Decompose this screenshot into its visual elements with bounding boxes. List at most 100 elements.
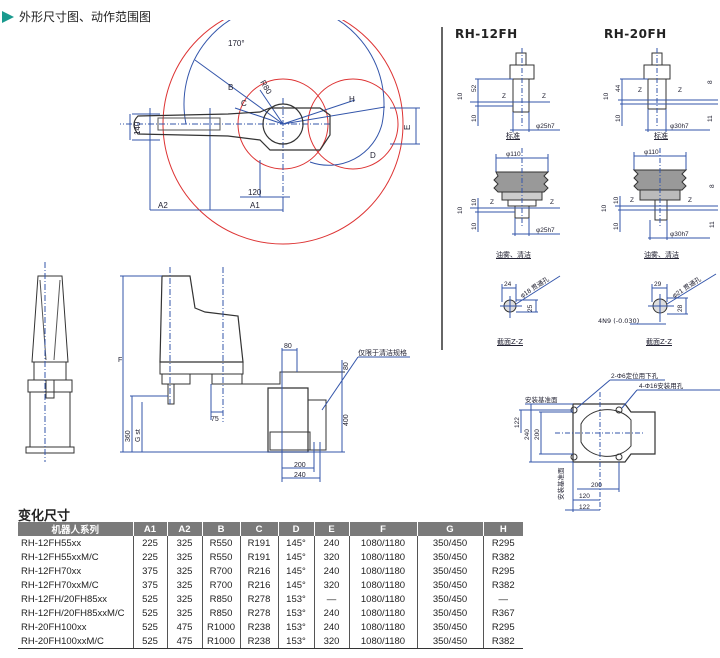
value-cell: 475 bbox=[166, 620, 202, 634]
rh12fh-standard-caption: 标准 bbox=[506, 132, 520, 140]
value-cell: R191 bbox=[239, 550, 278, 564]
svg-text:10: 10 bbox=[601, 204, 608, 212]
svg-text:24: 24 bbox=[504, 281, 512, 288]
value-cell: 240 bbox=[313, 606, 349, 620]
svg-text:200: 200 bbox=[591, 482, 602, 489]
svg-text:φ18 贯通孔: φ18 贯通孔 bbox=[518, 274, 551, 300]
svg-text:Z: Z bbox=[638, 87, 642, 94]
value-cell: 1080/1180 bbox=[348, 578, 417, 592]
value-cell: 325 bbox=[166, 564, 202, 578]
label-e: E bbox=[403, 125, 412, 130]
value-cell: 525 bbox=[132, 620, 167, 634]
value-cell: 350/450 bbox=[416, 536, 483, 550]
value-cell: 320 bbox=[313, 550, 349, 564]
label-240: 240 bbox=[294, 472, 306, 479]
label-a1: A1 bbox=[250, 201, 260, 210]
shaft-dim: φ30h7 bbox=[670, 231, 689, 238]
triangle-bullet-icon bbox=[2, 10, 14, 23]
label-r80: R80 bbox=[258, 79, 273, 97]
svg-text:8: 8 bbox=[707, 80, 714, 84]
svg-text:Z: Z bbox=[502, 93, 506, 100]
value-cell: 350/450 bbox=[416, 578, 483, 592]
svg-text:28: 28 bbox=[677, 304, 684, 312]
svg-text:11: 11 bbox=[709, 221, 716, 228]
label-b: B bbox=[228, 83, 233, 92]
value-cell: 350/450 bbox=[416, 606, 483, 620]
svg-text:10: 10 bbox=[471, 198, 478, 206]
value-cell: 240 bbox=[313, 620, 349, 634]
value-cell: 350/450 bbox=[416, 550, 483, 564]
col-header: A1 bbox=[132, 522, 167, 536]
svg-text:200: 200 bbox=[534, 429, 541, 440]
model-cell: RH-12FH70xxM/C bbox=[21, 579, 99, 591]
value-cell: R700 bbox=[201, 578, 240, 592]
section-title: 外形尺寸图、动作范围图 bbox=[2, 8, 151, 25]
value-cell: 325 bbox=[166, 592, 202, 606]
value-cell: 153° bbox=[277, 634, 314, 649]
clean-spec-callout: 仅限于清洁规格 bbox=[358, 348, 407, 357]
rh20fh-standard-drawing: 10 44 10 8 11 Z Z φ30h7 bbox=[603, 48, 718, 132]
svg-text:10: 10 bbox=[613, 196, 620, 204]
model-title-rh12fh: RH-12FH bbox=[455, 27, 518, 41]
svg-text:Z: Z bbox=[550, 199, 554, 206]
svg-text:52: 52 bbox=[471, 84, 478, 92]
svg-text:25: 25 bbox=[527, 304, 534, 312]
shaft-dim: φ25h7 bbox=[536, 227, 555, 234]
model-cell: RH-20FH100xxM/C bbox=[18, 634, 133, 649]
svg-text:29: 29 bbox=[654, 281, 662, 288]
col-header: 机器人系列 bbox=[18, 522, 133, 536]
value-cell: R1000 bbox=[201, 620, 240, 634]
col-header: A2 bbox=[166, 522, 202, 536]
value-cell: R295 bbox=[482, 620, 523, 634]
svg-text:Z: Z bbox=[490, 199, 494, 206]
value-cell: R191 bbox=[239, 536, 278, 550]
model-title-rh20fh: RH-20FH bbox=[604, 27, 667, 41]
base-mount-drawing: 2-Φ6定位用下孔 4-Φ16安装用孔 安装基准面 安装基准面 122 240 … bbox=[514, 371, 720, 512]
value-cell: R238 bbox=[239, 620, 278, 634]
base-plate bbox=[572, 403, 656, 463]
label-a2: A2 bbox=[158, 201, 168, 210]
value-cell: R238 bbox=[239, 634, 278, 649]
value-cell: 325 bbox=[166, 550, 202, 564]
value-cell: 1080/1180 bbox=[348, 536, 417, 550]
value-cell: — bbox=[313, 592, 349, 606]
value-cell: 325 bbox=[166, 606, 202, 620]
rh12fh-cleanroom-caption: 油雾、清洁 bbox=[496, 251, 531, 259]
col-header: E bbox=[313, 522, 349, 536]
value-cell: 153° bbox=[277, 592, 314, 606]
value-cell: R382 bbox=[482, 634, 523, 649]
tool-sweep-arc bbox=[309, 123, 383, 166]
rh20fh-section-caption: 截面Z-Z bbox=[646, 338, 672, 346]
svg-text:Z: Z bbox=[678, 87, 682, 94]
value-cell: R382 bbox=[482, 578, 523, 592]
divider bbox=[441, 27, 443, 350]
side-view-drawing: F 360 G st 75 80 80 400 200 240 仅限于清洁规格 bbox=[118, 267, 410, 482]
model-cell: RH-12FH/20FH85xxM/C bbox=[21, 607, 125, 619]
svg-text:10: 10 bbox=[471, 114, 478, 122]
shaft-dim: φ25h7 bbox=[536, 123, 555, 130]
svg-text:φ110: φ110 bbox=[506, 151, 521, 158]
svg-text:122: 122 bbox=[514, 417, 521, 428]
keyway-dim: 4N9 (-0.030) bbox=[598, 317, 640, 325]
model-cell: RH-12FH55xx bbox=[21, 537, 82, 549]
svg-text:122: 122 bbox=[579, 504, 590, 511]
value-cell: 325 bbox=[166, 578, 202, 592]
value-cell: R382 bbox=[482, 550, 523, 564]
value-cell: 525 bbox=[132, 634, 167, 649]
label-140: 140 bbox=[133, 121, 142, 135]
value-cell: 475 bbox=[166, 634, 202, 649]
value-cell: R278 bbox=[239, 606, 278, 620]
svg-text:10: 10 bbox=[603, 92, 610, 100]
label-gst: G st bbox=[135, 429, 142, 442]
value-cell: R550 bbox=[201, 536, 240, 550]
value-cell: 1080/1180 bbox=[348, 606, 417, 620]
col-header: G bbox=[416, 522, 483, 536]
value-cell: 145° bbox=[277, 550, 314, 564]
value-cell: 375 bbox=[132, 578, 167, 592]
value-cell: 525 bbox=[132, 592, 167, 606]
arm-sweep-arc bbox=[183, 20, 385, 125]
